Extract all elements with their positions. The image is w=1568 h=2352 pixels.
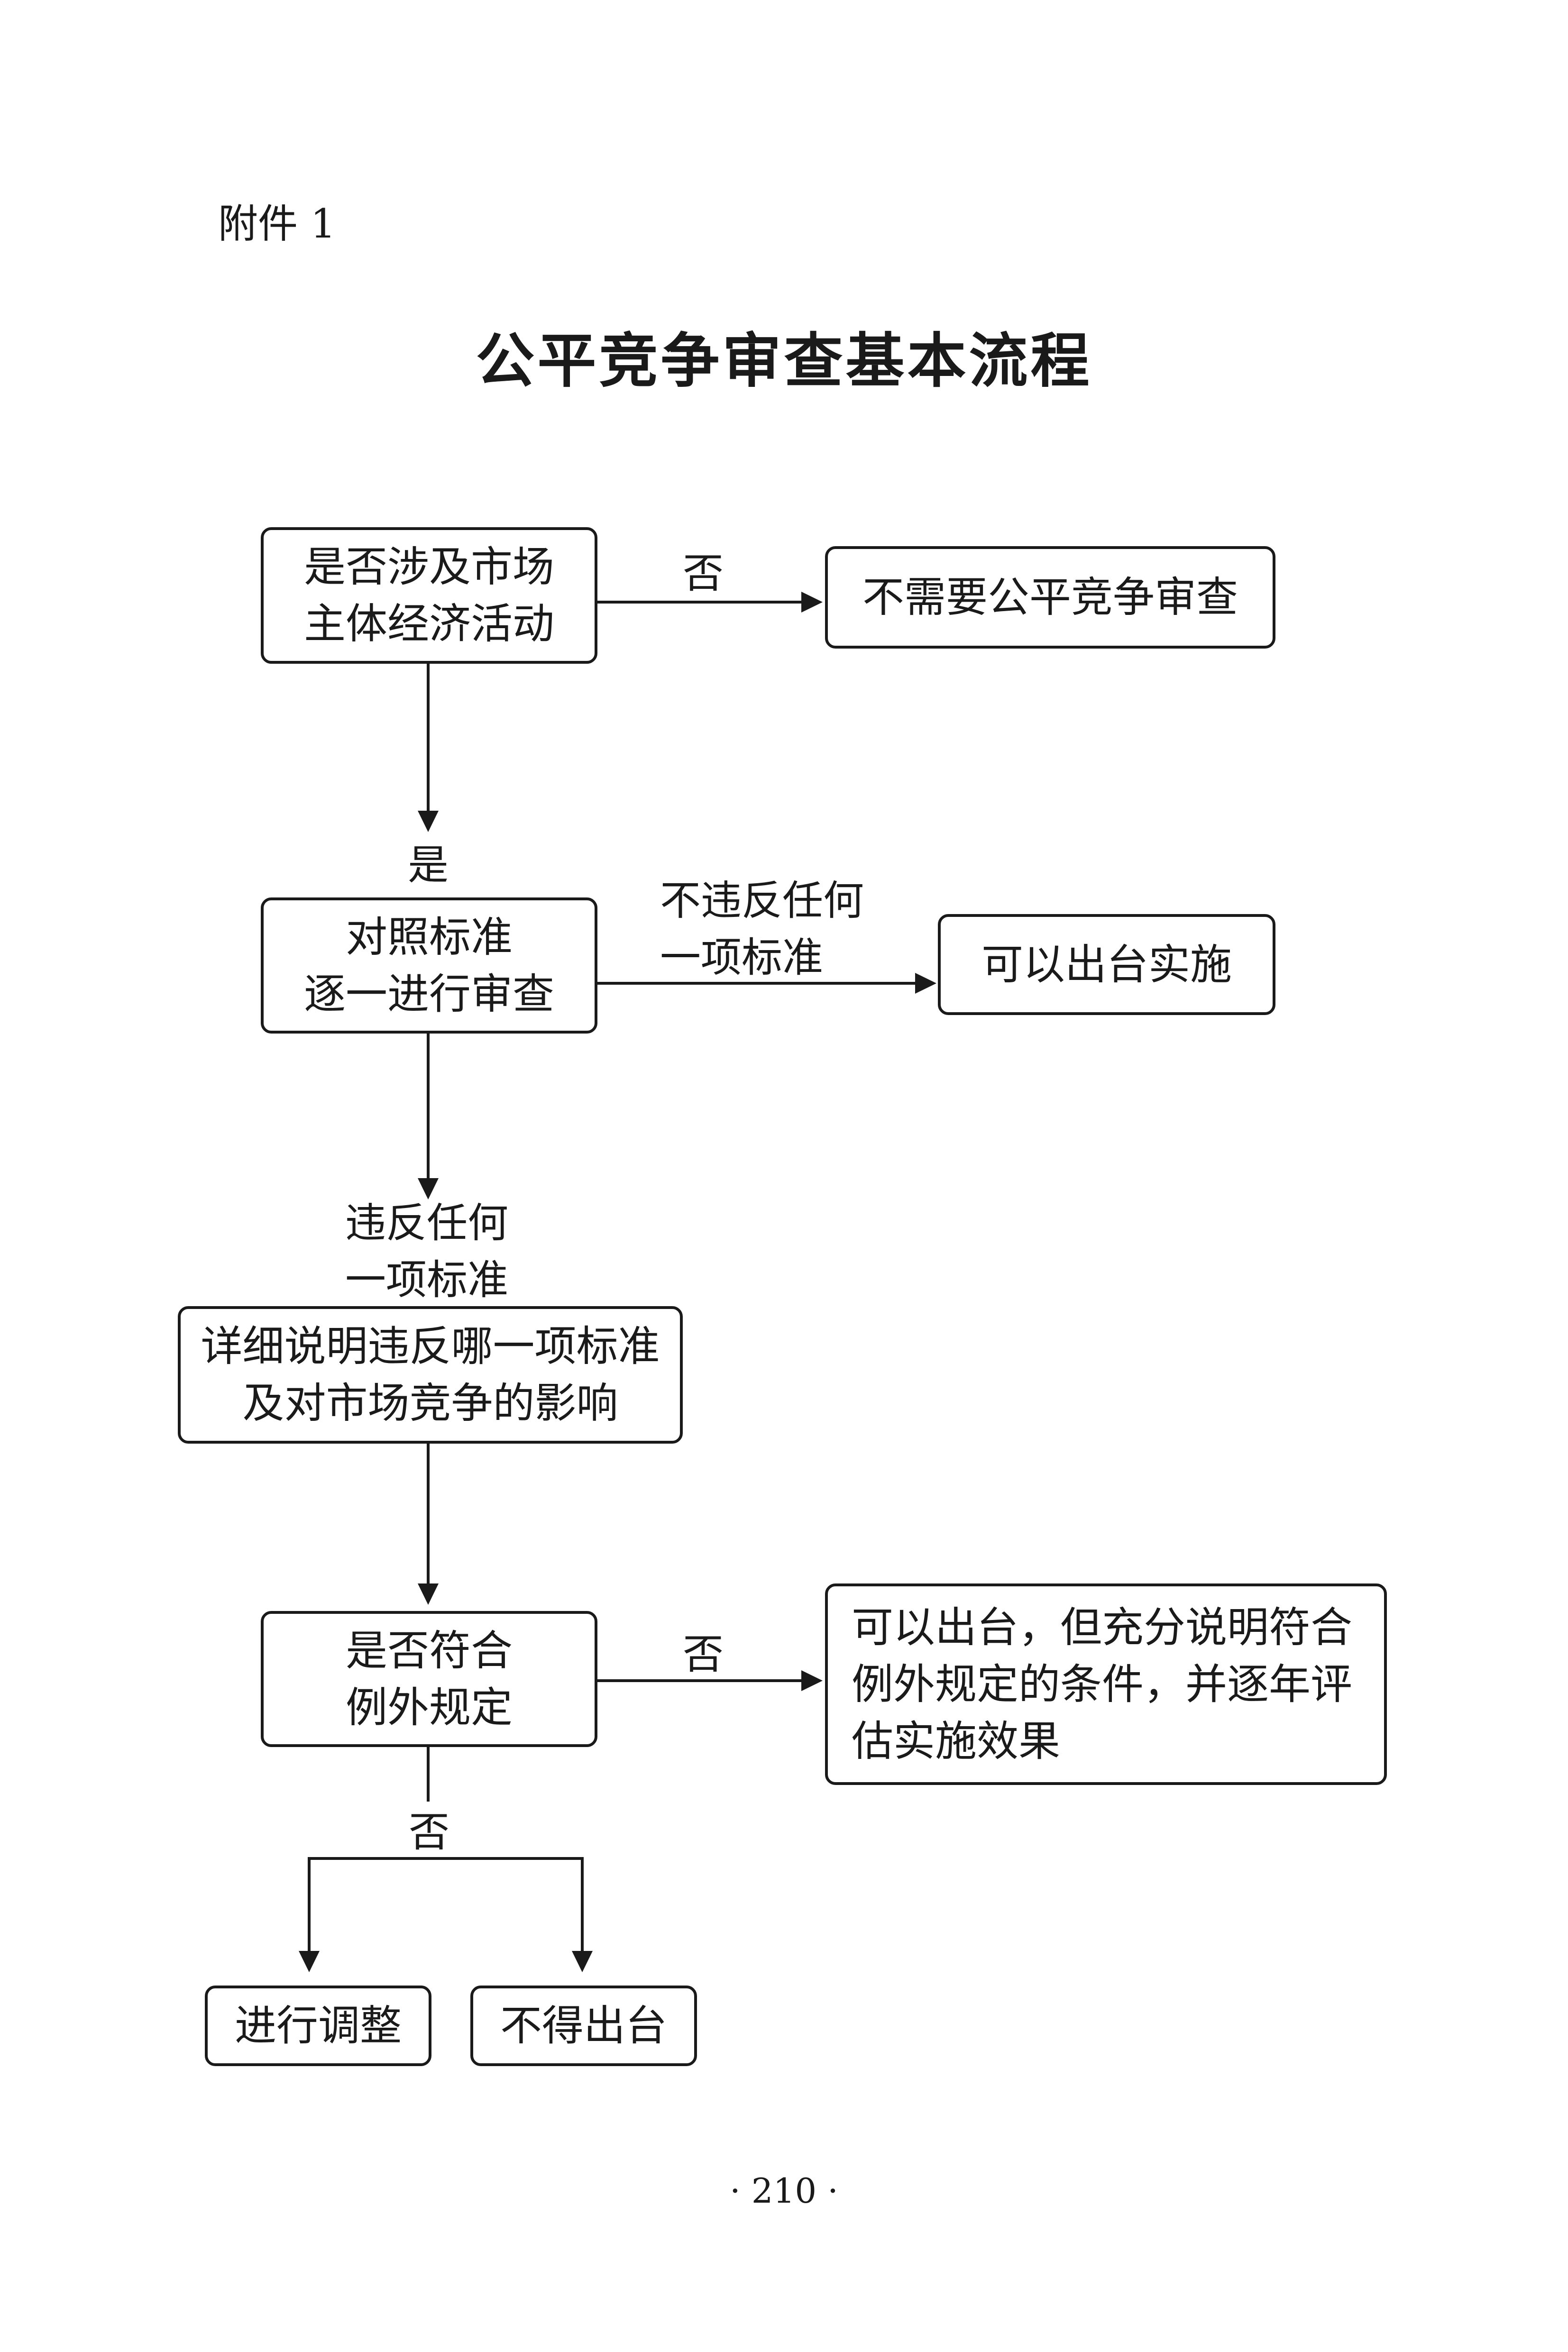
box-text: 估实施效果 xyxy=(852,1716,1061,1766)
box-text: 可以出台，但充分说明符合 xyxy=(852,1602,1353,1652)
box-text: 进行调整 xyxy=(234,2001,402,2050)
arrowhead-down-3 xyxy=(418,1583,439,1605)
label-text: 不违反任何 xyxy=(660,877,864,924)
box-adjust: 进行调整 xyxy=(205,1986,431,2066)
box-text: 例外规定的条件，并逐年评 xyxy=(852,1659,1353,1709)
edge-label-no-violation: 不违反任何 一项标准 xyxy=(660,872,864,986)
box-text: 对照标准 xyxy=(345,912,513,961)
arrowhead-down-2 xyxy=(418,1178,439,1199)
box-text: 详细说明违反哪一项标准 xyxy=(201,1322,660,1371)
box-can-implement: 可以出台实施 xyxy=(938,914,1275,1015)
arrowhead-down-1 xyxy=(418,811,439,832)
box-text: 不需要公平竞争审查 xyxy=(862,573,1238,622)
edge-label-yes: 是 xyxy=(408,842,449,889)
arrowhead-down-4 xyxy=(299,1951,320,1972)
box-text: 不得出台 xyxy=(500,2001,667,2050)
box-text: 逐一进行审查 xyxy=(303,969,554,1018)
edge-label-no-exception: 否 xyxy=(683,1631,724,1678)
box-exception-result: 可以出台，但充分说明符合 例外规定的条件，并逐年评 估实施效果 xyxy=(825,1583,1387,1785)
arrowhead-right-1 xyxy=(801,592,823,613)
edge-label-no: 否 xyxy=(683,550,724,597)
arrowhead-right-3 xyxy=(801,1670,823,1691)
box-not-issue: 不得出台 xyxy=(470,1986,697,2066)
box-text: 例外规定 xyxy=(345,1683,513,1732)
box-text: 可以出台实施 xyxy=(981,940,1232,989)
label-text: 违反任何 xyxy=(345,1199,508,1247)
arrowhead-right-2 xyxy=(915,973,936,994)
box-no-review-needed: 不需要公平竞争审查 xyxy=(825,546,1275,649)
box-text: 及对市场竞争的影响 xyxy=(242,1379,618,1428)
box-text: 主体经济活动 xyxy=(303,599,554,648)
box-market-activity-question: 是否涉及市场 主体经济活动 xyxy=(261,527,597,664)
edge-label-violation: 违反任何 一项标准 xyxy=(345,1195,508,1309)
box-explain-violation: 详细说明违反哪一项标准 及对市场竞争的影响 xyxy=(178,1306,683,1444)
box-text: 是否符合 xyxy=(345,1626,513,1675)
page-title: 公平竞争审查基本流程 xyxy=(476,327,1092,395)
box-exception-question: 是否符合 例外规定 xyxy=(261,1611,597,1747)
box-text: 是否涉及市场 xyxy=(303,542,554,591)
attachment-label: 附件 1 xyxy=(218,201,336,247)
box-check-standards: 对照标准 逐一进行审查 xyxy=(261,897,597,1034)
page-number: · 210 · xyxy=(730,2171,838,2211)
label-text: 一项标准 xyxy=(345,1256,508,1304)
edge-label-no-down: 否 xyxy=(409,1809,449,1856)
label-text: 一项标准 xyxy=(660,934,823,981)
arrowhead-down-5 xyxy=(572,1951,593,1972)
